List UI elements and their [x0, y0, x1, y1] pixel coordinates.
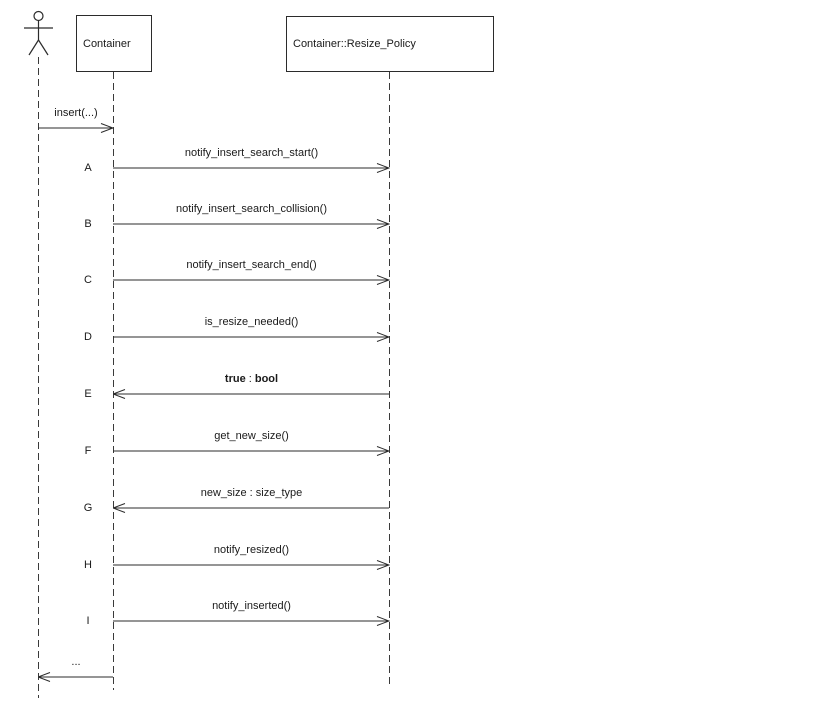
message-label: is_resize_needed() [204, 316, 299, 328]
message-label: notify_inserted() [212, 600, 291, 612]
object-box-container: Container [76, 15, 152, 72]
message-letter: A [84, 162, 92, 174]
arrow-left-icon [38, 672, 113, 682]
message-a: A notify_insert_search_start() [0, 147, 813, 177]
object-label-container: Container [83, 37, 131, 50]
message-i: I notify_inserted() [0, 600, 813, 630]
arrow-right-icon [113, 560, 390, 570]
arrow-left-icon [113, 389, 389, 399]
message-label: new_size : size_type [200, 487, 303, 499]
object-label-resize-policy: Container::Resize_Policy [293, 38, 416, 50]
arrow-left-icon [113, 503, 389, 513]
arrow-right-icon [38, 123, 114, 133]
actor-lifeline [38, 57, 39, 698]
arrow-right-icon [113, 219, 390, 229]
separator: : [245, 373, 255, 385]
message-label: notify_insert_search_start() [184, 147, 319, 159]
object-box-resize-policy: Container::Resize_Policy [286, 16, 494, 72]
message-label: insert(...) [54, 107, 98, 119]
message-letter: G [83, 502, 93, 514]
message-letter: E [84, 388, 92, 400]
message-letter: H [84, 559, 92, 571]
message-label: notify_insert_search_end() [186, 259, 317, 271]
message-insert: insert(...) [0, 107, 813, 137]
message-label: ... [71, 656, 81, 668]
arrow-right-icon [113, 332, 390, 342]
message-letter: C [84, 274, 92, 286]
message-label: notify_insert_search_collision() [175, 203, 327, 215]
message-letter: D [84, 331, 92, 343]
container-lifeline [113, 72, 114, 690]
message-d: D is_resize_needed() [0, 316, 813, 346]
return-type: bool [254, 373, 279, 385]
message-letter: I [86, 615, 90, 627]
message-return: ... [0, 656, 813, 686]
arrow-right-icon [113, 446, 390, 456]
message-label: notify_resized() [213, 544, 290, 556]
actor-icon [24, 10, 53, 56]
resize-policy-lifeline [389, 72, 390, 688]
message-g: G new_size : size_type [0, 487, 813, 517]
message-letter: B [84, 218, 92, 230]
return-value: true [224, 373, 246, 385]
arrow-right-icon [113, 616, 390, 626]
message-label: true : bool [113, 373, 390, 387]
message-f: F get_new_size() [0, 430, 813, 460]
arrow-right-icon [113, 275, 390, 285]
message-c: C notify_insert_search_end() [0, 259, 813, 289]
message-label: get_new_size() [214, 430, 289, 442]
arrow-right-icon [113, 163, 390, 173]
message-e: E true : bool [0, 373, 813, 403]
message-b: B notify_insert_search_collision() [0, 203, 813, 233]
message-letter: F [84, 445, 92, 457]
message-h: H notify_resized() [0, 544, 813, 574]
